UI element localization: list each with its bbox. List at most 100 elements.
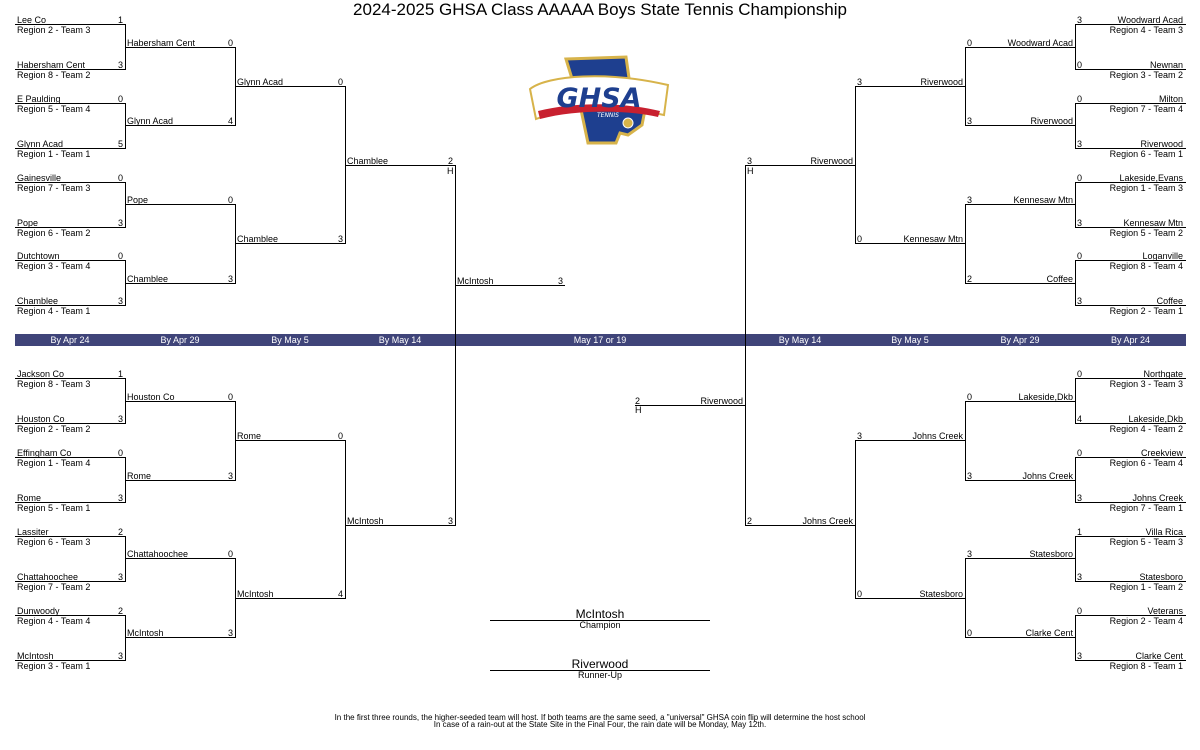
footnote: In case of a rain-out at the State Site … xyxy=(433,720,767,729)
team-name: Pope xyxy=(127,195,149,205)
team-region: Region 1 - Team 3 xyxy=(1109,183,1183,193)
team-region: Region 2 - Team 2 xyxy=(17,424,91,434)
team-region: Region 5 - Team 1 xyxy=(17,503,91,513)
team-name: Woodward Acad xyxy=(1007,38,1073,48)
team-name: Kennesaw Mtn xyxy=(1123,218,1183,228)
team-name: Glynn Acad xyxy=(237,77,284,87)
team-score: 1 xyxy=(118,15,124,25)
team-score: 1 xyxy=(118,369,124,379)
bracket-line xyxy=(1075,581,1186,582)
team-region: Region 7 - Team 3 xyxy=(17,183,91,193)
team-name: Johns Creek xyxy=(1132,493,1183,503)
team-region: Region 6 - Team 3 xyxy=(17,537,91,547)
bracket-line xyxy=(15,423,125,424)
team-score: 0 xyxy=(967,392,973,402)
team-name: Riverwood xyxy=(1030,116,1073,126)
bracket-line xyxy=(235,440,345,441)
bracket-line xyxy=(965,125,1075,126)
team-score: 0 xyxy=(228,392,234,402)
bracket-connector xyxy=(125,536,126,582)
team-name: McIntosh xyxy=(127,628,164,638)
footnote: In the first three rounds, the higher-se… xyxy=(334,713,866,722)
bracket-line xyxy=(965,204,1075,205)
team-region: Region 1 - Team 4 xyxy=(17,458,91,468)
team-score: 0 xyxy=(1077,60,1083,70)
team-region: Region 3 - Team 2 xyxy=(1109,70,1183,80)
bracket-line xyxy=(125,47,235,48)
team-name: Pope xyxy=(17,218,39,228)
team-score: 0 xyxy=(118,251,124,261)
team-score: 0 xyxy=(857,589,863,599)
bracket-connector xyxy=(1075,536,1076,582)
bracket-line xyxy=(455,285,565,286)
team-name: McIntosh xyxy=(347,516,384,526)
team-name: Clarke Cent xyxy=(1025,628,1073,638)
team-name: Coffee xyxy=(1046,274,1073,284)
team-score: 3 xyxy=(1077,15,1083,25)
bracket-line xyxy=(15,305,125,306)
bracket-line xyxy=(745,165,855,166)
team-name: Johns Creek xyxy=(1022,471,1073,481)
logo-wordmark: GHSA xyxy=(556,83,641,114)
bracket-connector xyxy=(965,401,966,481)
team-score: 3 xyxy=(1077,493,1083,503)
team-score: 3 xyxy=(857,77,863,87)
bracket-line xyxy=(1075,182,1186,183)
team-name: Lakeside,Dkb xyxy=(1018,392,1073,402)
bracket-line xyxy=(1075,148,1186,149)
team-region: Region 3 - Team 4 xyxy=(17,261,91,271)
team-region: Region 3 - Team 3 xyxy=(1109,379,1183,389)
team-name: Statesboro xyxy=(919,589,963,599)
team-score: 4 xyxy=(338,589,344,599)
team-name: Coffee xyxy=(1156,296,1183,306)
team-score: 3 xyxy=(747,156,753,166)
bracket-line xyxy=(855,243,965,244)
host-marker: H xyxy=(447,166,454,176)
team-name: Glynn Acad xyxy=(17,139,64,149)
team-name: Riverwood xyxy=(1140,139,1183,149)
bracket-line xyxy=(15,260,125,261)
bracket-line xyxy=(125,401,235,402)
team-region: Region 4 - Team 2 xyxy=(1109,424,1183,434)
final-team-left: McIntosh xyxy=(457,276,494,286)
host-marker: H xyxy=(747,166,754,176)
team-name: Chamblee xyxy=(237,234,279,244)
bracket-line xyxy=(855,598,965,599)
team-score: 5 xyxy=(118,139,124,149)
team-score: 2 xyxy=(118,527,124,537)
team-region: Region 4 - Team 1 xyxy=(17,306,91,316)
team-name: Newnan xyxy=(1149,60,1183,70)
team-name: Houston Co xyxy=(17,414,65,424)
team-name: Johns Creek xyxy=(912,431,963,441)
bracket-line xyxy=(15,182,125,183)
bracket-line xyxy=(1075,423,1186,424)
team-region: Region 5 - Team 2 xyxy=(1109,228,1183,238)
bracket-line xyxy=(1075,502,1186,503)
team-score: 3 xyxy=(1077,218,1083,228)
bracket-connector xyxy=(1075,182,1076,228)
team-name: McIntosh xyxy=(17,651,54,661)
team-score: 3 xyxy=(1077,651,1083,661)
champion-label: Champion xyxy=(579,620,621,630)
bracket-connector xyxy=(965,558,966,638)
round-label: By Apr 24 xyxy=(50,335,90,345)
team-name: Dunwoody xyxy=(17,606,60,616)
team-name: Kennesaw Mtn xyxy=(903,234,963,244)
team-score: 0 xyxy=(967,628,973,638)
team-name: Gainesville xyxy=(17,173,62,183)
bracket-line xyxy=(15,378,125,379)
bracket-line xyxy=(1075,660,1186,661)
bracket-line xyxy=(15,615,125,616)
team-name: Northgate xyxy=(1143,369,1183,379)
team-region: Region 2 - Team 1 xyxy=(1109,306,1183,316)
bracket-line xyxy=(1075,227,1186,228)
team-region: Region 8 - Team 3 xyxy=(17,379,91,389)
team-score: 0 xyxy=(1077,606,1083,616)
team-region: Region 2 - Team 3 xyxy=(17,25,91,35)
team-score: 0 xyxy=(1077,251,1083,261)
runner-up-name: Riverwood xyxy=(571,657,629,671)
team-score: 2 xyxy=(967,274,973,284)
bracket-line xyxy=(1075,305,1186,306)
page-title: 2024-2025 GHSA Class AAAAA Boys State Te… xyxy=(353,0,847,19)
